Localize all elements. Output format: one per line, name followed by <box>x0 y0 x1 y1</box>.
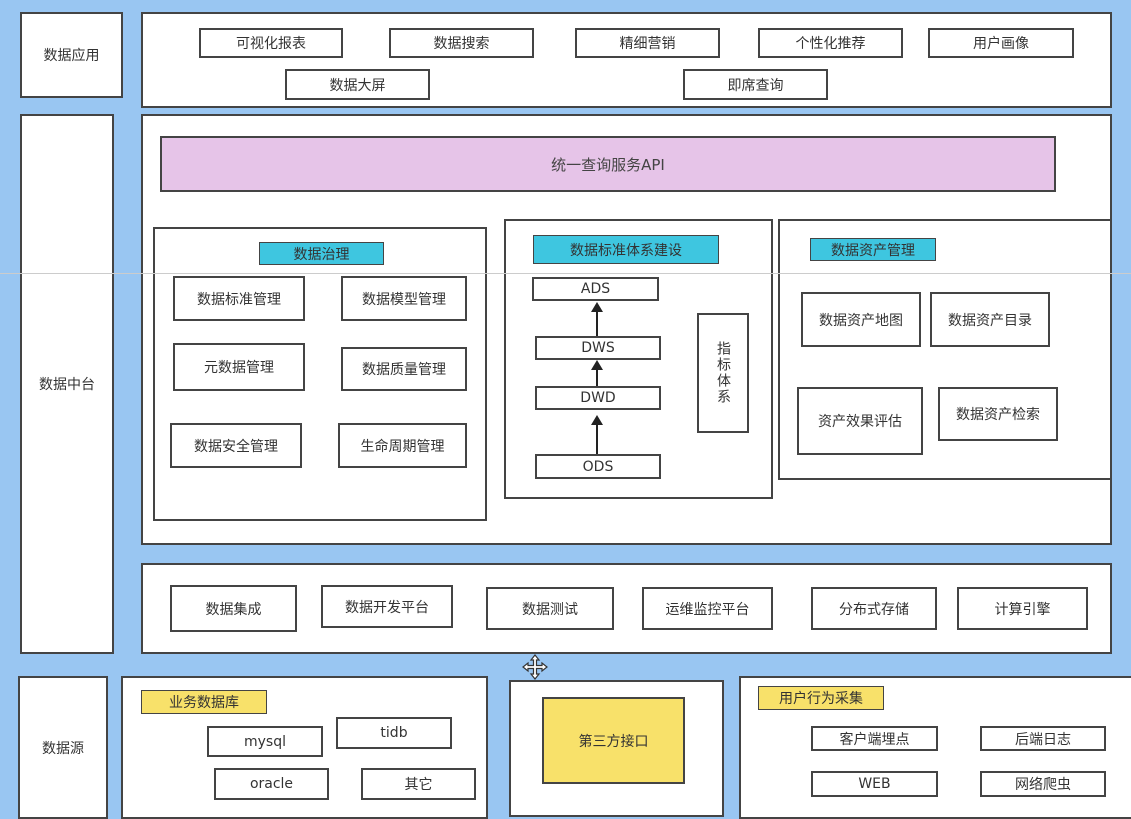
gov-item-quality: 数据质量管理 <box>341 347 467 391</box>
asset-item-map: 数据资产地图 <box>801 292 921 347</box>
behavior-item-web: WEB <box>811 771 938 797</box>
asset-item-search: 数据资产检索 <box>938 387 1058 441</box>
gov-item-standard: 数据标准管理 <box>173 276 305 321</box>
platform-item-integration: 数据集成 <box>170 585 297 632</box>
move-icon[interactable] <box>522 654 548 680</box>
layer-dwd: DWD <box>535 386 661 410</box>
db-item-oracle: oracle <box>214 768 329 800</box>
platform-panel <box>141 563 1112 654</box>
platform-item-test: 数据测试 <box>486 587 614 630</box>
standard-title: 数据标准体系建设 <box>533 235 719 264</box>
governance-title: 数据治理 <box>259 242 384 265</box>
third-party-interface: 第三方接口 <box>542 697 685 784</box>
layer-label-source: 数据源 <box>18 676 108 819</box>
app-item-visual-report: 可视化报表 <box>199 28 343 58</box>
layer-ods: ODS <box>535 454 661 479</box>
behavior-item-backend-log: 后端日志 <box>980 726 1106 751</box>
layer-label-app: 数据应用 <box>20 12 123 98</box>
layer-dws: DWS <box>535 336 661 360</box>
app-item-adhoc-query: 即席查询 <box>683 69 828 100</box>
behavior-item-client-tracking: 客户端埋点 <box>811 726 938 751</box>
app-item-precision-marketing: 精细营销 <box>575 28 720 58</box>
platform-item-dev: 数据开发平台 <box>321 585 453 628</box>
arrow-ods-to-dwd <box>591 415 603 455</box>
gov-item-security: 数据安全管理 <box>170 423 302 468</box>
platform-item-storage: 分布式存储 <box>811 587 937 630</box>
behavior-title: 用户行为采集 <box>758 686 884 710</box>
gov-item-metadata: 元数据管理 <box>173 343 305 391</box>
arrow-dws-to-ads <box>591 302 603 337</box>
behavior-item-crawler: 网络爬虫 <box>980 771 1106 797</box>
business-db-title: 业务数据库 <box>141 690 267 714</box>
arrow-dwd-to-dws <box>591 360 603 387</box>
asset-item-evaluation: 资产效果评估 <box>797 387 923 455</box>
metric-system: 指标体系 <box>697 313 749 433</box>
asset-item-catalog: 数据资产目录 <box>930 292 1050 347</box>
db-item-mysql: mysql <box>207 726 323 757</box>
app-item-big-screen: 数据大屏 <box>285 69 430 100</box>
gov-item-lifecycle: 生命周期管理 <box>338 423 467 468</box>
app-item-recommendation: 个性化推荐 <box>758 28 903 58</box>
overlay-guide-line <box>0 273 1131 274</box>
db-item-other: 其它 <box>361 768 476 800</box>
asset-title: 数据资产管理 <box>810 238 936 261</box>
gov-item-model: 数据模型管理 <box>341 276 467 321</box>
unified-query-api: 统一查询服务API <box>160 136 1056 192</box>
platform-item-ops: 运维监控平台 <box>642 587 773 630</box>
app-item-user-profile: 用户画像 <box>928 28 1074 58</box>
app-item-data-search: 数据搜索 <box>389 28 534 58</box>
layer-ads: ADS <box>532 277 659 301</box>
layer-label-middle: 数据中台 <box>20 114 114 654</box>
platform-item-engine: 计算引擎 <box>957 587 1088 630</box>
db-item-tidb: tidb <box>336 717 452 749</box>
